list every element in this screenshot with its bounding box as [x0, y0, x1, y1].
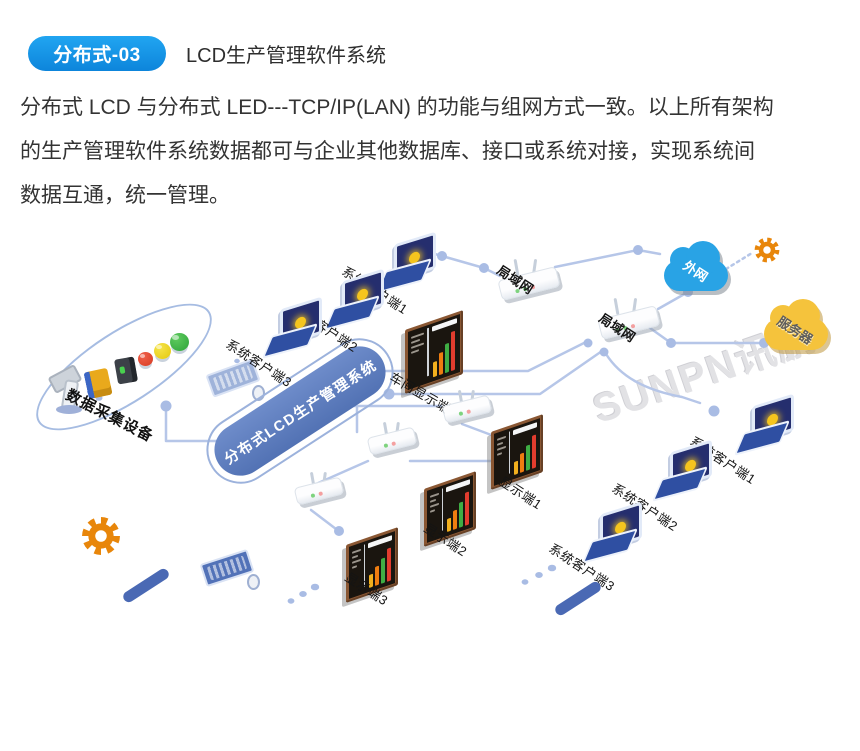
client-laptop: [581, 501, 644, 564]
router: [366, 421, 418, 456]
router-leds: [458, 409, 472, 417]
router-leds: [383, 441, 397, 449]
sensor-icon: [113, 356, 139, 385]
router: [441, 389, 493, 424]
connection-lines: [87, 245, 778, 604]
display-divider: [427, 327, 429, 377]
paragraph-line: 分布式 LCD 与分布式 LED---TCP/IP(LAN) 的功能与组网方式一…: [20, 96, 774, 119]
section-badge: 分布式-03: [28, 36, 166, 71]
server-label: 服务器: [775, 312, 816, 347]
client-laptop: [375, 231, 438, 294]
page-header: 分布式-03 LCD生产管理软件系统: [28, 36, 386, 71]
mouse-icon: [252, 385, 265, 401]
page-title: LCD生产管理软件系统: [186, 45, 387, 67]
scanner-base: [56, 405, 82, 414]
router: [293, 471, 345, 506]
client-laptop: [651, 439, 714, 502]
display-chart: [446, 479, 470, 533]
description-paragraph: 分布式 LCD 与分布式 LED---TCP/IP(LAN) 的功能与组网方式一…: [20, 86, 842, 218]
client-laptop: [261, 296, 324, 359]
client-laptop: [323, 268, 386, 331]
mouse-icon: [247, 574, 260, 590]
display-chart: [513, 422, 537, 476]
client-laptop: [733, 393, 796, 456]
external-network-label: 外网: [680, 257, 711, 285]
external-network-cloud: 外网: [664, 241, 728, 291]
display-divider: [508, 431, 510, 475]
display-bars: [432, 326, 457, 379]
button-green-icon: [170, 333, 189, 351]
router-leds: [310, 491, 324, 499]
gear-icon: [754, 237, 780, 263]
gear-icon: [82, 517, 120, 555]
button-yellow-icon: [154, 343, 171, 359]
display-chart: [432, 318, 457, 379]
barcode-scanner-icon: [47, 362, 90, 414]
display-bars: [446, 487, 470, 533]
display-bars: [513, 430, 537, 476]
network-diagram: SUNPN讯鹏: [0, 220, 860, 751]
server-cloud: 服务器: [764, 299, 828, 350]
button-red-icon: [138, 352, 153, 366]
paragraph-line: 的生产管理软件系统数据都可与企业其他数据库、接口或系统对接，实现系统间: [20, 140, 755, 163]
paragraph-line: 数据互通，统一管理。: [20, 184, 230, 207]
